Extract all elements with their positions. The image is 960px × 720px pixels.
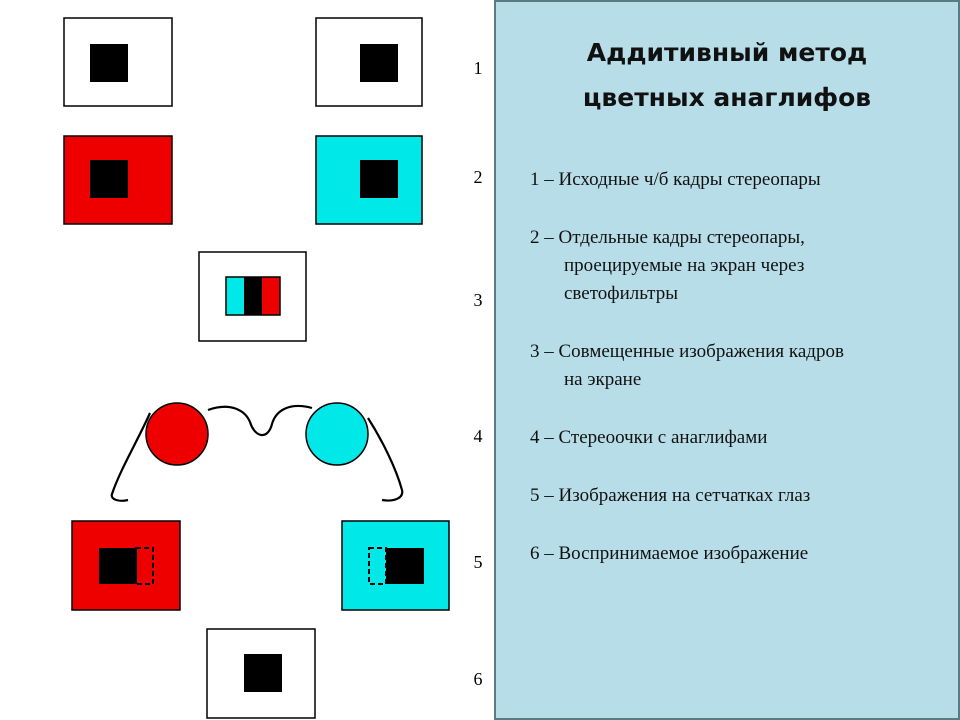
left-retina-ghost (135, 547, 154, 585)
description-panel: Аддитивный метод цветных анаглифов 1 – И… (494, 0, 960, 720)
legend-item-1-line-1: 1 – Исходные ч/б кадры стереопары (530, 169, 821, 190)
legend-item-6: 6 – Воспринимаемое изображение (530, 540, 940, 568)
left-red-square (90, 160, 128, 198)
row-number-4: 4 (473, 426, 483, 446)
legend-item-5: 5 – Изображения на сетчатках глаз (530, 482, 940, 510)
legend-item-2-line-2: проецируемые на экран через (564, 255, 805, 276)
red-lens (145, 402, 209, 466)
right-bw-square (360, 44, 398, 82)
row-3-combined (198, 251, 307, 342)
row-number-3: 3 (473, 290, 483, 310)
combined-black-part (244, 277, 262, 315)
combined-cyan-part (226, 277, 244, 315)
legend-item-1: 1 – Исходные ч/б кадры стереопары (530, 166, 940, 194)
row-number-2: 2 (473, 167, 483, 187)
glasses-bridge (207, 404, 313, 437)
combined-outline (225, 276, 281, 316)
combined-red-part (262, 277, 280, 315)
glasses-right-temple (367, 417, 404, 502)
legend-item-2-line-3: светофильтры (564, 283, 678, 304)
row-1-frames (63, 17, 423, 107)
legend-item-2: 2 – Отдельные кадры стереопары, проециру… (530, 224, 940, 308)
legend-item-2-line-1: 2 – Отдельные кадры стереопары, (530, 227, 805, 248)
right-retina-ghost (368, 547, 387, 585)
panel-title-line-1: Аддитивный метод (586, 38, 868, 67)
right-cyan-square (360, 160, 398, 198)
row-6-perceived (206, 628, 316, 719)
row-5-retina (71, 520, 450, 611)
row-number-1: 1 (473, 58, 483, 78)
legend-list: 1 – Исходные ч/б кадры стереопары 2 – От… (530, 166, 940, 598)
cyan-lens (305, 402, 369, 466)
legend-item-5-line-1: 5 – Изображения на сетчатках глаз (530, 485, 811, 506)
row-2-frames (63, 135, 423, 225)
legend-item-4: 4 – Стереоочки с анаглифами (530, 424, 940, 452)
panel-title: Аддитивный метод цветных анаглифов (496, 30, 958, 120)
row-number-6: 6 (473, 669, 483, 689)
legend-item-6-line-1: 6 – Воспринимаемое изображение (530, 543, 809, 564)
legend-item-3: 3 – Совмещенные изображения кадров на эк… (530, 338, 940, 394)
diagram-canvas (63, 17, 450, 719)
left-retina-square (99, 548, 137, 584)
panel-title-line-2: цветных анаглифов (582, 83, 872, 112)
row-4-glasses (110, 402, 404, 502)
legend-item-4-line-1: 4 – Стереоочки с анаглифами (530, 427, 768, 448)
perceived-square (244, 654, 282, 692)
anaglyph-diagram: 1 2 3 4 5 6 (63, 17, 483, 719)
legend-item-3-line-1: 3 – Совмещенные изображения кадров (530, 341, 844, 362)
legend-item-3-line-2: на экране (564, 369, 642, 390)
row-number-5: 5 (473, 552, 483, 572)
right-retina-square (386, 548, 424, 584)
left-bw-square (90, 44, 128, 82)
glasses-left-temple (110, 412, 152, 502)
